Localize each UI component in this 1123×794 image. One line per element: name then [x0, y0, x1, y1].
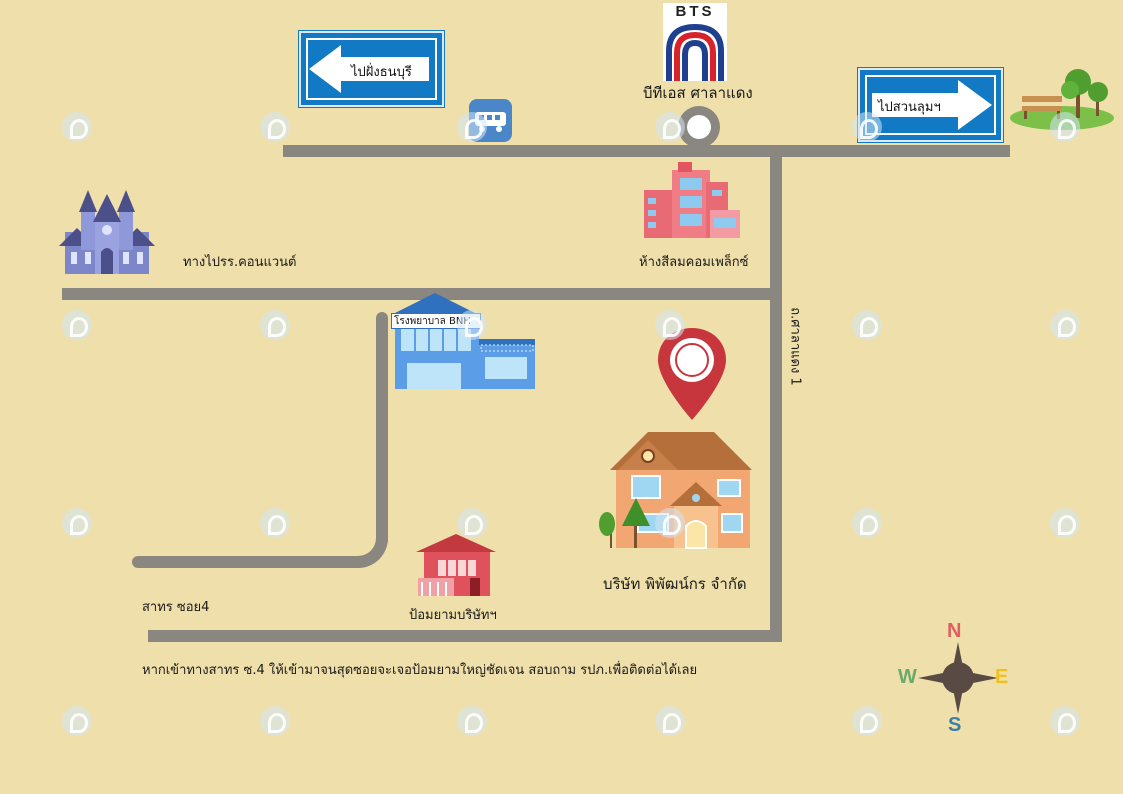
church-label: ทางไปรร.คอนแวนต์ [183, 255, 297, 270]
watermark-icon [852, 310, 882, 340]
compass-east: E [995, 666, 1009, 688]
watermark-icon [655, 310, 685, 340]
right-arrow-icon [872, 80, 992, 130]
road-sathorn-soi4 [132, 556, 357, 568]
watermark-icon [62, 310, 92, 340]
directions-note: หากเข้าทางสาทร ซ.4 ให้เข้ามาจนสุดซอยจะเจ… [142, 663, 698, 678]
sign-to-lumpini-label: ไปสวนลุมฯ [878, 100, 941, 115]
compass-west: W [898, 666, 917, 688]
watermark-icon [1050, 112, 1080, 142]
watermark-icon [1050, 310, 1080, 340]
watermark-icon [457, 508, 487, 538]
sign-to-lumpini: ไปสวนลุมฯ [858, 68, 1003, 142]
house-icon [599, 432, 752, 549]
hospital-icon [391, 293, 535, 389]
church-icon [59, 190, 155, 274]
watermark-icon [1050, 706, 1080, 736]
sign-to-thonburi-label: ไปฝั่งธนบุรี [351, 65, 412, 80]
watermark-icon [852, 112, 882, 142]
watermark-icon [260, 706, 290, 736]
watermark-icon [260, 310, 290, 340]
sala-daeng-1-label: ถ.ศาลาแดง 1 [787, 307, 803, 386]
watermark-icon [655, 112, 685, 142]
road-top [283, 145, 1010, 157]
watermark-icon [260, 112, 290, 142]
police-box-label: ป้อมยามบริษัทฯ [409, 608, 497, 623]
watermark-icon [457, 706, 487, 736]
left-arrow-icon [309, 45, 429, 93]
bts-logo-text: BTS [675, 3, 715, 20]
watermark-icon [260, 508, 290, 538]
watermark-icon [62, 706, 92, 736]
watermark-icon [62, 112, 92, 142]
bts-emblem-icon [666, 23, 724, 81]
compass-icon: N S E W [896, 620, 1020, 738]
watermark-icon [62, 508, 92, 538]
watermark-icon [655, 508, 685, 538]
watermark-icon [457, 310, 487, 340]
road-sathorn-soi4-vertical [376, 312, 388, 542]
watermark-icon [852, 706, 882, 736]
roundabout-icon [678, 106, 720, 148]
bts-logo: BTS [663, 3, 727, 81]
hospital-label: โรงพยาบาล BNH [394, 316, 471, 327]
location-pin-icon [658, 328, 726, 420]
compass-south: S [948, 714, 962, 736]
road-bottom [148, 630, 782, 642]
watermark-icon [1050, 508, 1080, 538]
compass-north: N [947, 620, 962, 642]
company-label: บริษัท พิพัฒน์กร จำกัด [603, 575, 747, 593]
road-middle [62, 288, 778, 300]
watermark-icon [852, 508, 882, 538]
watermark-icon [655, 706, 685, 736]
bts-station-label: บีทีเอส ศาลาแดง [643, 84, 753, 102]
watermark-icon [457, 112, 487, 142]
sathorn-soi4-label: สาทร ซอย4 [142, 600, 210, 615]
mall-label: ห้างสีลมคอมเพล็กซ์ [639, 255, 749, 270]
mall-icon [644, 162, 740, 238]
police-box-icon [416, 534, 496, 596]
compass-rose [918, 642, 998, 714]
road-sala-daeng-1 [770, 152, 782, 640]
sign-to-thonburi: ไปฝั่งธนบุรี [299, 31, 444, 107]
